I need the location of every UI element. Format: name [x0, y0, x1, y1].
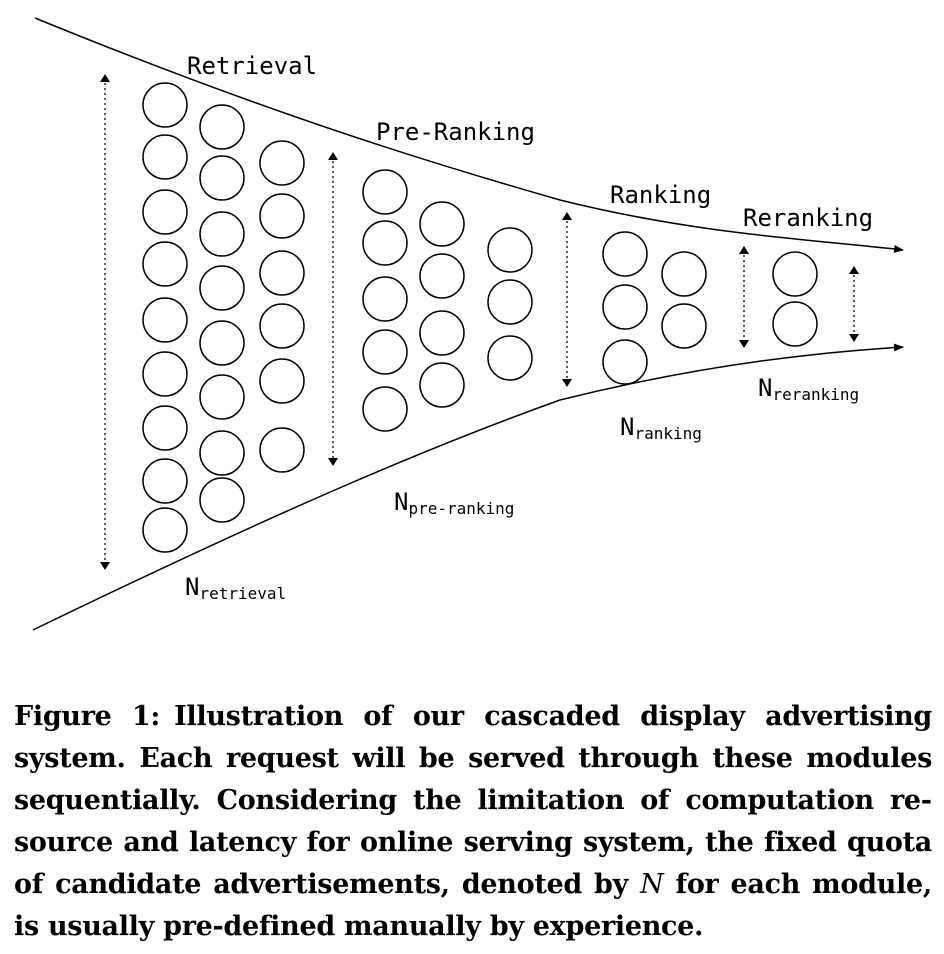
figure-caption: Figure 1:Illustration of our cascaded di…	[14, 696, 932, 948]
n-label-ranking: Nranking	[620, 413, 702, 443]
candidate-circle	[259, 358, 305, 404]
candidate-circle	[199, 211, 245, 257]
n-subscript: reranking	[772, 385, 859, 404]
candidate-circle	[602, 284, 648, 330]
candidate-circle	[142, 458, 188, 504]
candidate-circle	[362, 220, 408, 266]
stage-label-pre-ranking: Pre-Ranking	[376, 118, 535, 146]
candidate-circle	[199, 477, 245, 523]
n-subscript: ranking	[634, 424, 701, 443]
candidate-circle	[199, 430, 245, 476]
n-label-pre-ranking: Npre-ranking	[394, 488, 514, 518]
stage-label-ranking: Ranking	[610, 181, 711, 209]
candidate-circles	[142, 82, 818, 553]
caption-n-symbol: N	[640, 869, 664, 900]
candidate-circle	[142, 241, 188, 287]
candidate-circle	[199, 320, 245, 366]
candidate-circle	[487, 335, 533, 381]
candidate-circle	[362, 386, 408, 432]
candidate-circle	[259, 427, 305, 473]
stage-label-reranking: Reranking	[743, 204, 873, 232]
candidate-circle	[419, 201, 465, 247]
n-symbol: N	[185, 573, 199, 601]
n-label-reranking: Nreranking	[758, 374, 859, 404]
candidate-circle	[142, 507, 188, 553]
caption-text-after: for each module, is usually pre-defined …	[14, 869, 932, 942]
n-label-retrieval: Nretrieval	[185, 573, 286, 603]
candidate-circle	[419, 253, 465, 299]
candidate-circle	[362, 169, 408, 215]
n-symbol: N	[620, 413, 634, 441]
n-symbol: N	[394, 488, 408, 516]
quota-arrows	[100, 74, 859, 570]
n-subscript: retrieval	[199, 584, 286, 603]
funnel-top-curve	[34, 17, 904, 253]
candidate-circle	[142, 351, 188, 397]
candidate-circle	[419, 362, 465, 408]
candidate-circle	[661, 303, 707, 349]
candidate-circle	[602, 231, 648, 277]
candidate-circle	[259, 250, 305, 296]
candidate-circle	[661, 251, 707, 297]
candidate-circle	[199, 374, 245, 420]
candidate-circle	[142, 189, 188, 235]
candidate-circle	[772, 301, 818, 347]
candidate-circle	[487, 227, 533, 273]
candidate-circle	[142, 82, 188, 128]
candidate-circle	[487, 279, 533, 325]
candidate-circle	[142, 134, 188, 180]
candidate-circle	[772, 251, 818, 297]
candidate-circle	[602, 339, 648, 385]
candidate-circle	[199, 104, 245, 150]
n-symbol: N	[758, 374, 772, 402]
caption-label: Figure 1:	[14, 701, 161, 732]
stage-label-retrieval: Retrieval	[187, 52, 317, 80]
candidate-circle	[142, 405, 188, 451]
candidate-circle	[419, 310, 465, 356]
caption-text-before: Illustration of our cascaded display adv…	[14, 701, 932, 900]
candidate-circle	[142, 297, 188, 343]
candidate-circle	[259, 303, 305, 349]
cascade-funnel-diagram: Retrieval Pre-Ranking Ranking Reranking …	[32, 17, 904, 631]
candidate-circle	[199, 265, 245, 311]
candidate-circle	[362, 276, 408, 322]
candidate-circle	[362, 329, 408, 375]
candidate-circle	[259, 193, 305, 239]
candidate-circle	[259, 140, 305, 186]
candidate-circle	[199, 155, 245, 201]
n-subscript: pre-ranking	[408, 499, 514, 518]
funnel-bottom-curve	[32, 343, 904, 631]
